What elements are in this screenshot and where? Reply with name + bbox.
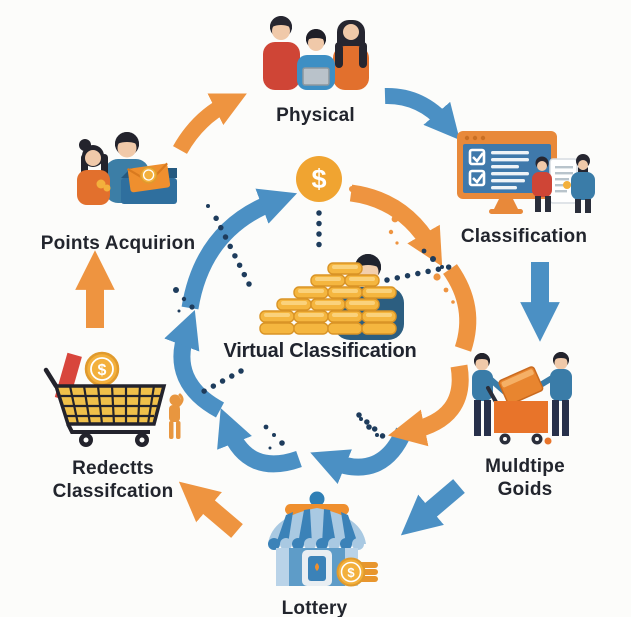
gift-box: [121, 162, 177, 204]
dollar-coin-icon: $: [296, 156, 342, 202]
lottery-coin-dollar: $: [347, 565, 355, 580]
ring-arrow-bottom-icon: [310, 427, 412, 484]
label-line-2: Classifcation: [52, 481, 174, 503]
coin-pyramid-person-icon: [259, 254, 404, 340]
box: [498, 366, 544, 405]
node-multiple-goods-label: Muldtipe Goids: [485, 455, 565, 501]
center-label: Virtual Classification: [223, 340, 417, 362]
ring-arrow-top-right-icon: [349, 184, 443, 267]
node-lottery: $ Lottery: [252, 490, 378, 617]
coin-stack: $: [336, 557, 378, 587]
node-classification-label: Classification: [460, 226, 588, 247]
arrow-goods-to-lottery-icon: [400, 479, 465, 536]
couple-gift-box-icon: [77, 132, 177, 205]
dotted-ray-lower-left: [194, 368, 244, 398]
cart: [486, 386, 552, 445]
node-multiple-goods: Muldtipe Goids: [460, 348, 590, 501]
node-points-label: Points Acquirion: [40, 233, 196, 254]
arrow-lottery-to-redeem-icon: [178, 481, 243, 538]
node-classification: Classification: [440, 123, 608, 248]
node-points: Points Acquirion: [28, 130, 208, 255]
gold-coin: $: [84, 351, 120, 387]
node-lottery-label: Lottery: [281, 598, 348, 617]
arrow-points-to-physical-icon: [173, 93, 247, 155]
splatter-dots: [173, 186, 455, 450]
node-physical: Physical: [238, 12, 393, 127]
cart-loading-icon: [472, 352, 572, 445]
coin-pyramid: [259, 262, 397, 335]
dotted-ray-upper-left: [212, 213, 252, 287]
node-redeem: $ Redectts: [32, 350, 194, 503]
ring-arrow-right-icon: [442, 264, 477, 352]
small-person: [169, 393, 184, 439]
redeem-coin-dollar: $: [98, 362, 107, 379]
node-redeem-label: Redectts Classifcation: [53, 457, 174, 503]
dotted-ray-lower-right: [356, 412, 389, 442]
right-person: [531, 352, 572, 436]
hub-dotted-rays: [194, 210, 452, 442]
dollar-symbol: $: [311, 163, 327, 194]
checklist-monitor-icon: [457, 131, 595, 214]
label-line-2: Goids: [497, 479, 553, 501]
arrow-physical-to-classification-icon: [384, 87, 460, 140]
shopping-cart-coin-icon: $: [43, 351, 184, 447]
ring-arrow-bottom-left-icon: [217, 408, 302, 473]
cart: [43, 367, 167, 447]
people-group-icon: [262, 16, 369, 90]
node-physical-label: Physical: [276, 105, 355, 126]
storefront-icon: $: [267, 491, 378, 587]
label-line-1: Muldtipe: [485, 456, 565, 477]
ring-arrow-right-lower-icon: [388, 364, 469, 447]
dotted-ray-right: [384, 264, 452, 283]
ring-arrow-left-icon: [164, 309, 225, 418]
woman: [77, 139, 111, 205]
label-line-1: Redectts: [72, 458, 154, 479]
ring-arrow-top-left-icon: [181, 188, 298, 310]
